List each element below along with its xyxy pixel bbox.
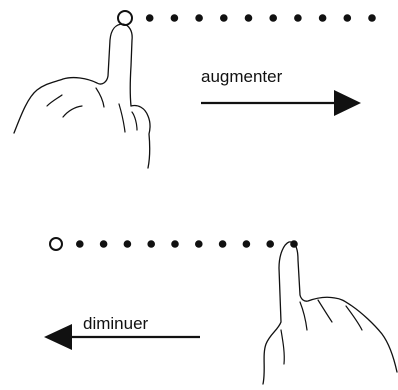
top-track-dot [343, 14, 352, 22]
bottom-track-dot [147, 240, 155, 248]
top-track-dot [244, 14, 253, 22]
bottom-track-dot [76, 240, 84, 248]
bottom-track-start-dot [49, 237, 63, 251]
top-track-start-dot [117, 10, 133, 26]
bottom-track-dot [123, 240, 132, 248]
increase-label: augmenter [201, 67, 283, 86]
top-track-dot [269, 14, 278, 22]
top-track-dot [195, 14, 203, 22]
bottom-track-dot [195, 240, 203, 248]
top-track-dot [318, 14, 327, 22]
bottom-dot-track [49, 237, 298, 251]
hand-left-thumb-detail [280, 299, 363, 365]
arrow-left-head-icon [44, 324, 72, 350]
decrease-gesture [44, 237, 398, 385]
bottom-track-dot [242, 240, 251, 248]
bottom-track-dot [218, 240, 227, 248]
hand-right-thumb-detail [46, 87, 138, 133]
arrow-right-head-icon [334, 90, 361, 116]
hand-right-swipe-icon [13, 23, 151, 169]
increase-gesture [13, 10, 376, 169]
top-track-dot [294, 14, 302, 22]
decrease-label: diminuer [83, 314, 149, 333]
top-track-dot [220, 14, 228, 22]
bottom-track-dot [266, 240, 275, 248]
top-track-dot [368, 14, 376, 22]
hand-left-swipe-icon [262, 241, 398, 385]
top-track-dot [170, 14, 179, 22]
bottom-track-dot [99, 240, 108, 248]
top-track-dot [145, 14, 154, 22]
top-dot-track [117, 10, 376, 26]
bottom-track-dot [171, 240, 179, 248]
